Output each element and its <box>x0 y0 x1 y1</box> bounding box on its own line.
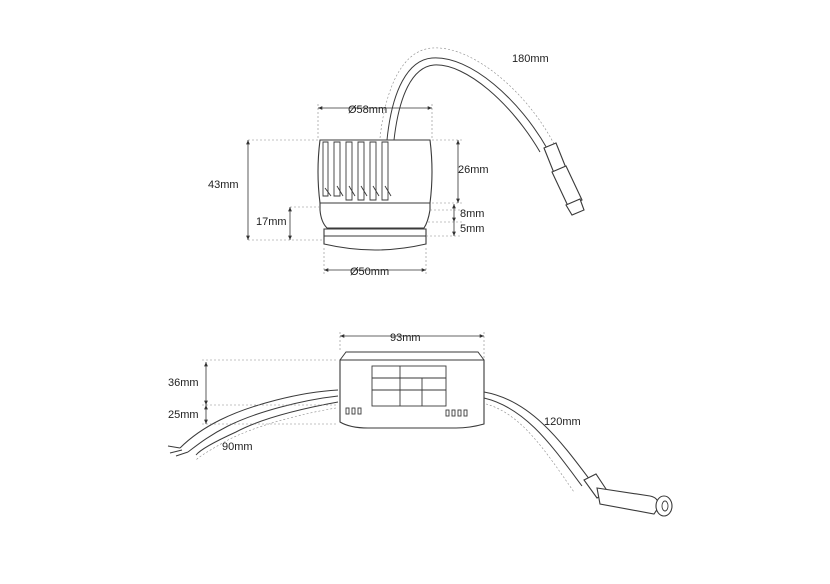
dim-bottom-ring-height: 5mm <box>460 223 484 235</box>
dim-input-cable-length: 90mm <box>222 441 253 453</box>
module-cable-inner <box>393 64 541 153</box>
module-flange <box>319 202 431 229</box>
dim-body-height: 26mm <box>458 164 489 176</box>
dim-cable-length: 180mm <box>512 53 549 65</box>
module-connector <box>543 142 585 216</box>
led-module: Ø58mm 43mm 17mm 26mm 8mm 5mm Ø50mm 180mm <box>208 47 585 278</box>
dim-driver-length: 93mm <box>390 332 421 344</box>
driver-output-guide <box>485 403 575 493</box>
driver-label-panel <box>371 365 447 407</box>
dim-bottom-diameter: Ø50mm <box>350 266 389 278</box>
dim-output-cable-length: 120mm <box>544 416 581 428</box>
led-driver: 93mm 36mm 25mm 90mm 120mm <box>167 330 673 517</box>
dim-driver-width: 25mm <box>168 409 199 421</box>
driver-input-guide <box>195 407 337 461</box>
dim-top-diameter: Ø58mm <box>348 104 387 116</box>
module-cable-guide <box>379 47 559 153</box>
dim-driver-height: 36mm <box>168 377 199 389</box>
dim-total-height: 43mm <box>208 179 239 191</box>
module-fins <box>322 141 392 201</box>
driver-output-cable <box>483 391 591 481</box>
driver-vents <box>345 407 468 417</box>
module-bottom-ring <box>323 228 427 251</box>
driver-input-cable <box>179 389 339 449</box>
driver-connector <box>583 473 673 517</box>
module-cable <box>386 57 549 151</box>
dim-lower-height: 17mm <box>256 216 287 228</box>
dim-flange-height: 8mm <box>460 208 484 220</box>
